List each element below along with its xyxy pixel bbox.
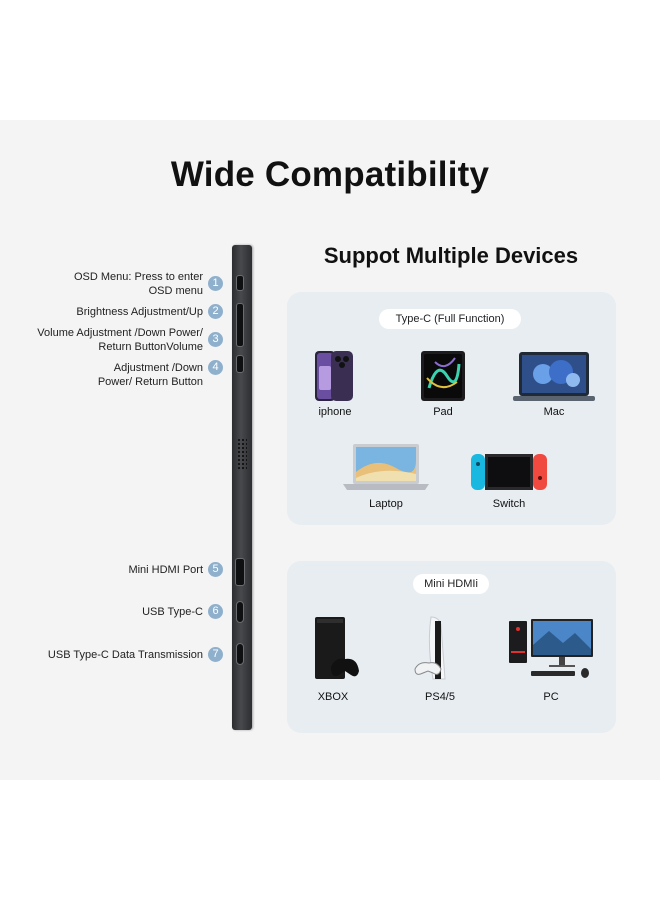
typec-card: Type-C (Full Function) iphone Pad [287, 292, 616, 525]
iphone-icon [315, 351, 353, 401]
feature-badge-7: 7 [208, 647, 223, 662]
feature-badge-1: 1 [208, 276, 223, 291]
device-laptop: Laptop [341, 442, 431, 514]
hdmi-card-title: Mini HDMIi [413, 574, 489, 594]
section-subtitle: Suppot Multiple Devices [323, 243, 579, 268]
device-iphone: iphone [307, 348, 363, 418]
feature-badge-6: 6 [208, 604, 223, 619]
device-mac: Mac [513, 348, 595, 418]
device-label-pc: PC [543, 691, 559, 703]
device-label-ps: PS4/5 [425, 691, 455, 703]
device-label-mac: Mac [543, 406, 565, 418]
device-ps: PS4/5 [409, 615, 471, 705]
feature-badge-3: 3 [208, 332, 223, 347]
laptop-icon [343, 444, 429, 490]
playstation-console-icon [414, 616, 446, 680]
feature-label-mini-hdmi: Mini HDMI Port [128, 564, 203, 576]
device-label-xbox: XBOX [317, 691, 349, 703]
xbox-console-icon [315, 617, 359, 679]
usb-c-port [236, 601, 244, 623]
macbook-icon [513, 352, 595, 401]
feature-badge-4: 4 [208, 360, 223, 375]
feature-label-usb-c: USB Type-C [142, 606, 203, 618]
feature-label-osd-menu: OSD Menu: Press to enter OSD menu [74, 271, 203, 297]
usb-c-data-port [236, 643, 244, 665]
device-label-pad: Pad [433, 406, 453, 418]
device-switch: Switch [467, 442, 551, 514]
typec-card-title: Type-C (Full Function) [379, 309, 521, 329]
page-title: Wide Compatibility [170, 155, 490, 194]
feature-label-usb-c-data: USB Type-C Data Transmission [47, 649, 203, 661]
tablet-icon [421, 351, 465, 401]
feature-badge-5: 5 [208, 562, 223, 577]
device-xbox: XBOX [305, 615, 361, 705]
osd-button [236, 275, 244, 291]
game-console-icon [471, 454, 547, 490]
speaker-grille [237, 438, 247, 470]
feature-badge-2: 2 [208, 304, 223, 319]
feature-label-volume: Volume Adjustment /Down Power/ Return Bu… [37, 327, 203, 353]
device-pc: PC [505, 615, 597, 705]
rocker-button [236, 303, 244, 347]
mini-hdmi-port [235, 558, 245, 586]
device-pad: Pad [415, 348, 471, 418]
device-label-iphone: iphone [318, 406, 352, 418]
desktop-pc-icon [509, 619, 593, 678]
feature-label-brightness: Brightness Adjustment/Up [76, 306, 203, 318]
power-button [236, 355, 244, 373]
device-label-laptop: Laptop [369, 498, 403, 510]
feature-label-adjustment: Adjustment /Down Power/ Return Button [97, 362, 203, 388]
hdmi-card: Mini HDMIi XBOX PS4/5 [287, 561, 616, 733]
device-label-switch: Switch [492, 498, 526, 510]
